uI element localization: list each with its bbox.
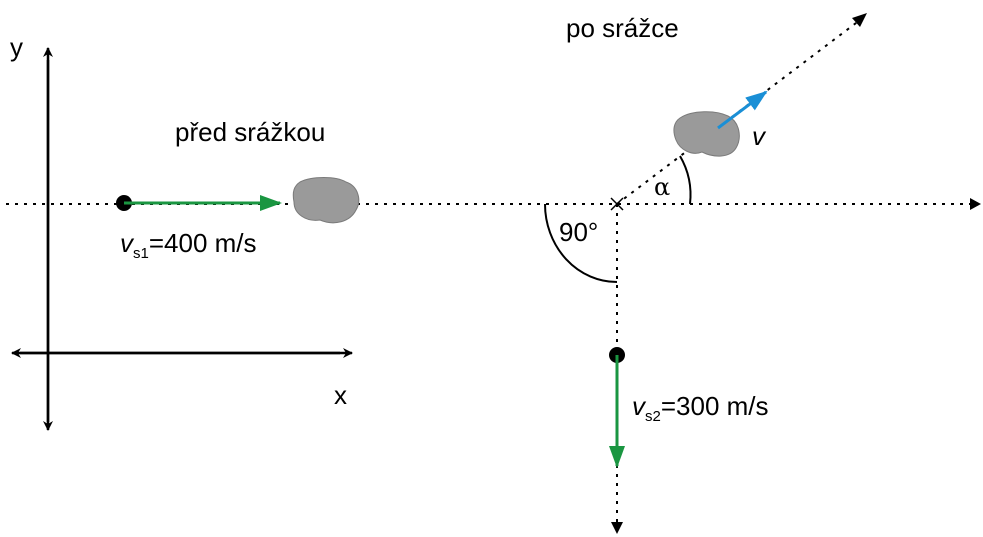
vs2-subscript: s2 <box>645 408 661 425</box>
vs1-subscript: s1 <box>133 245 149 262</box>
vs1-symbol: v <box>120 228 135 258</box>
vs1-label: vs1=400 m/s <box>120 228 257 262</box>
dotted-lines <box>6 19 974 525</box>
diagonal-dotted-line <box>616 19 861 205</box>
horizontal-line-arrowhead <box>970 198 981 210</box>
before-collision-label: před srážkou <box>175 117 325 147</box>
velocity-v-arrow <box>717 90 768 130</box>
vs2-label: vs2=300 m/s <box>632 391 769 425</box>
vs1-value: =400 m/s <box>149 228 257 258</box>
collision-point-marker <box>610 197 624 211</box>
vertical-line-arrowhead <box>611 522 623 534</box>
after-collision-label: po srážce <box>566 13 679 43</box>
x-axis-label: x <box>334 380 347 410</box>
y-axis-label: y <box>10 32 23 62</box>
diagonal-line-arrowhead <box>852 13 867 27</box>
right-angle-label: 90° <box>559 217 598 247</box>
vs2-symbol: v <box>632 391 647 421</box>
fragment-before <box>292 177 360 224</box>
alpha-angle-arc <box>679 155 692 205</box>
right-angle-arc <box>544 203 618 283</box>
vs2-value: =300 m/s <box>661 391 769 421</box>
alpha-angle-label: α <box>654 173 670 201</box>
velocity-v-label: v <box>752 121 767 151</box>
coordinate-axes: y x <box>10 32 353 431</box>
